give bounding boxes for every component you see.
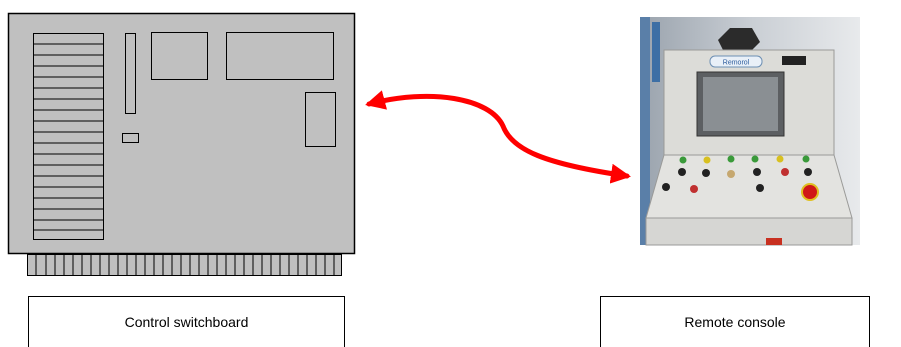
control-switchboard-caption: Control switchboard <box>28 296 345 347</box>
remote-console-photo: Remorol <box>640 17 860 245</box>
control-switchboard-label: Control switchboard <box>125 314 249 330</box>
console-control-deck <box>646 155 852 218</box>
bidirectional-link-arrow <box>369 96 627 176</box>
console-brand-text: Remorol <box>723 60 750 67</box>
module-box-1 <box>152 33 208 80</box>
remote-console-label: Remote console <box>684 314 785 330</box>
control-switchboard <box>9 14 355 276</box>
vertical-din-rail <box>126 34 136 114</box>
bottom-terminal-strip <box>28 255 342 276</box>
terminal-module-stack <box>34 34 104 240</box>
small-component <box>123 134 139 143</box>
module-box-3 <box>306 93 336 147</box>
remote-console-caption: Remote console <box>600 296 870 347</box>
module-box-2 <box>227 33 334 80</box>
emergency-stop-button <box>802 184 818 200</box>
